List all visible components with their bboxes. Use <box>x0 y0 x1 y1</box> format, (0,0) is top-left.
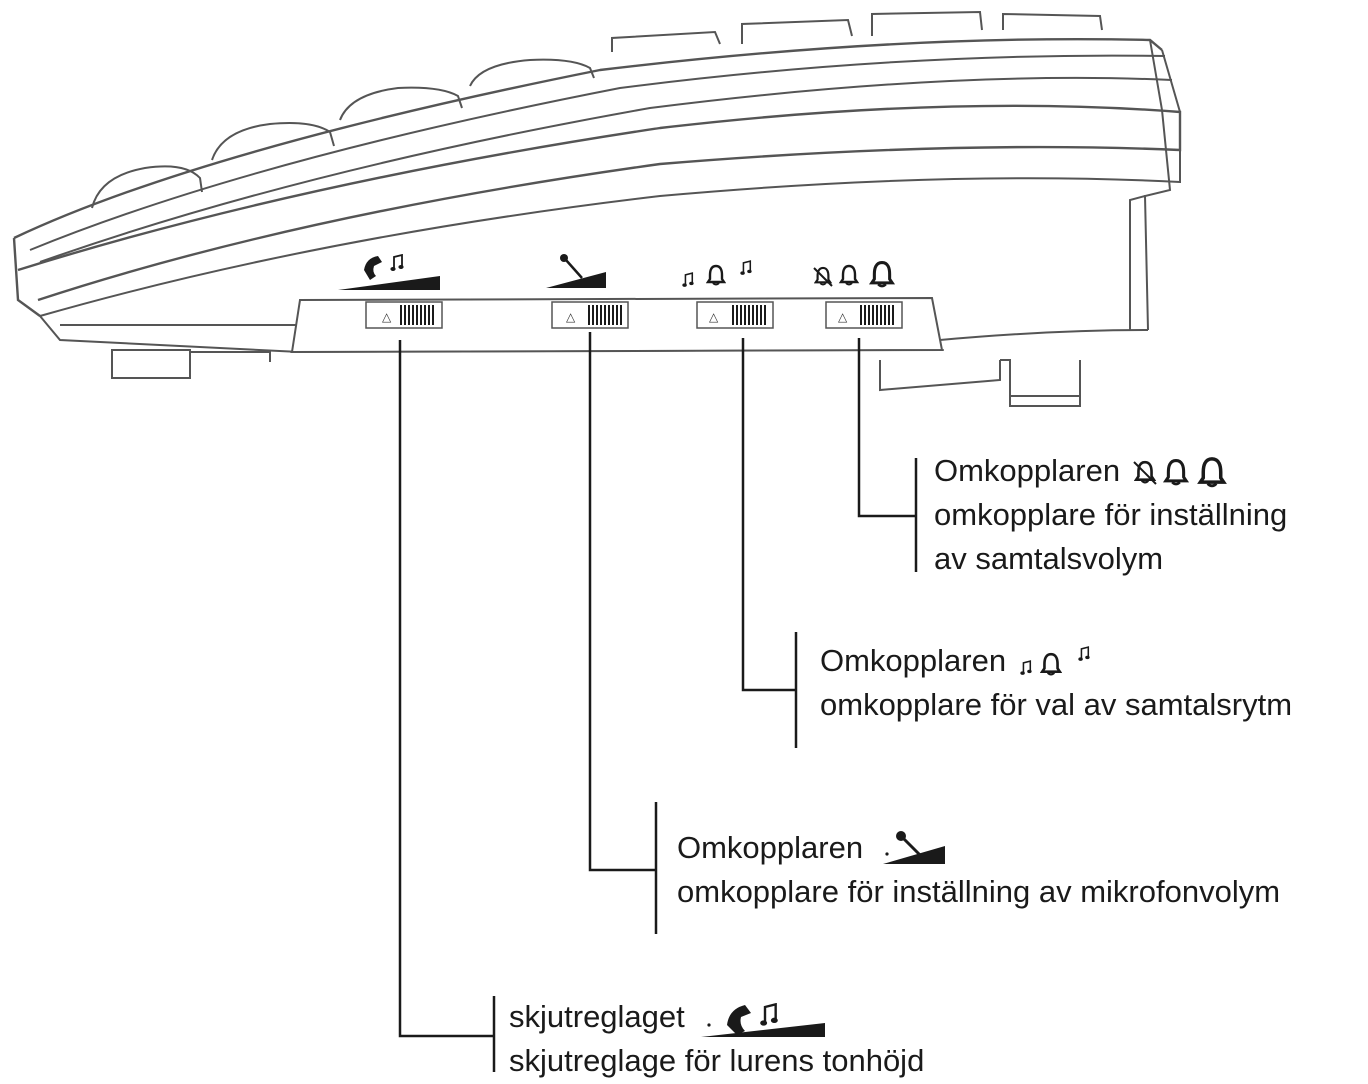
callout-ring-volume-line2: omkopplare för inställning <box>934 497 1288 532</box>
phone-body <box>12 10 1182 407</box>
svg-text:△: △ <box>382 310 392 324</box>
callout-ring-volume-line3: av samtalsvolym <box>934 541 1164 576</box>
svg-text:△: △ <box>838 310 848 324</box>
key-back-4 <box>1002 12 1103 31</box>
ring-rhythm-bell-icon <box>682 260 752 288</box>
callout-mic-volume-line2: omkopplare för inställning av mikrofonvo… <box>677 874 1281 909</box>
slider-switch-mic-volume[interactable]: △ <box>551 301 629 329</box>
key-back-2 <box>741 18 853 44</box>
slider-switch-ring-volume[interactable]: △ <box>825 301 903 329</box>
callout-ring-rhythm-line2: omkopplare för val av samtalsrytm <box>820 687 1293 722</box>
right-end <box>1143 39 1172 331</box>
svg-text:△: △ <box>566 310 576 324</box>
key-back-3 <box>871 10 983 36</box>
foot-right <box>879 360 1001 392</box>
callout-receiver-tone-title: skjutreglaget <box>509 999 685 1034</box>
ring-volume-bells-icon <box>813 260 894 288</box>
top-surface <box>13 37 1163 240</box>
svg-text:△: △ <box>709 310 719 324</box>
key-front-1 <box>91 165 203 209</box>
callout-ring-volume: Omkopplaren omkopplare för inställning a… <box>934 449 1287 581</box>
receiver-tone-wedge-icon <box>700 1003 825 1037</box>
key-front-2 <box>211 122 335 161</box>
leader-receiver-tone <box>398 340 494 1038</box>
leader-ring-rhythm <box>741 338 796 692</box>
microphone-wedge-icon <box>546 254 606 288</box>
callout-receiver-tone: skjutreglaget skjutreglage för lurens to… <box>509 995 924 1083</box>
ring-rhythm-bell-icon <box>1020 646 1091 676</box>
leader-mic-volume <box>588 332 656 872</box>
callout-ring-rhythm: Omkopplaren omkopplare för val av samtal… <box>820 639 1292 727</box>
callout-mic-volume: Omkopplaren omkopplare för inställning a… <box>677 826 1280 914</box>
slider-switch-receiver-tone[interactable]: △ <box>365 301 443 329</box>
ring-volume-bells-icon <box>1133 456 1226 488</box>
callout-ring-volume-title: Omkopplaren <box>934 453 1121 488</box>
left-nose <box>12 237 41 317</box>
slider-switch-ring-rhythm[interactable]: △ <box>696 301 774 329</box>
front-panel <box>17 104 1182 302</box>
callout-ring-rhythm-title: Omkopplaren <box>820 643 1007 678</box>
key-front-3 <box>339 86 463 121</box>
key-back-1 <box>611 30 721 52</box>
receiver-tone-wedge-icon <box>338 254 440 290</box>
key-front-4 <box>469 58 595 87</box>
foot-left <box>111 349 191 379</box>
leader-lines <box>398 332 918 1072</box>
callout-mic-volume-title: Omkopplaren <box>677 830 864 865</box>
leader-ring-volume <box>857 338 916 518</box>
callout-receiver-tone-line2: skjutreglage för lurens tonhöjd <box>509 1043 925 1078</box>
microphone-wedge-icon <box>883 831 946 864</box>
